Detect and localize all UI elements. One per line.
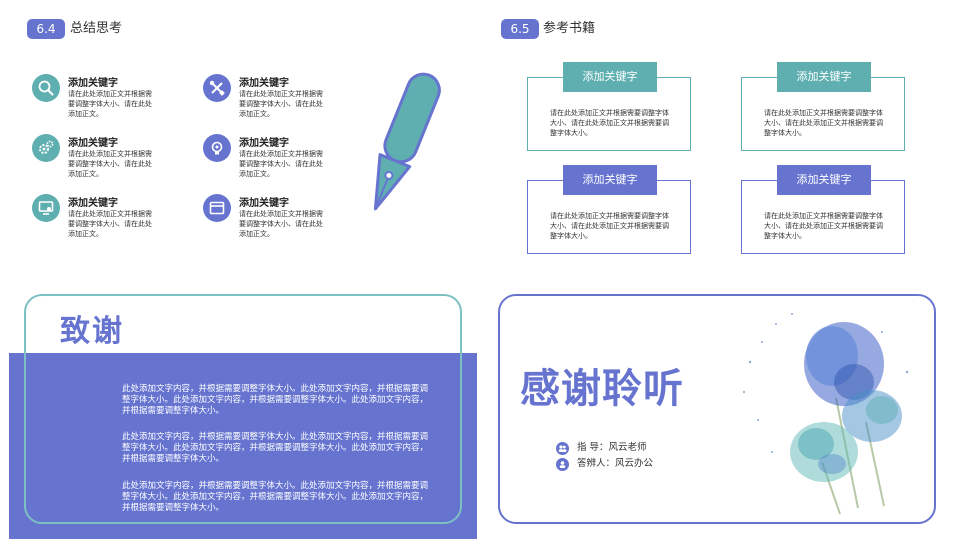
ending-frame [498, 294, 936, 524]
book-tag: 添加关键字 [563, 62, 657, 92]
section-title-summary: 总结思考 [70, 21, 123, 36]
keyword-desc: 请在此处添加正文并根据需要调整字体大小、请在此处添加正文。 [68, 90, 152, 118]
keyword-desc: 请在此处添加正文并根据需要调整字体大小、请在此处添加正文。 [239, 150, 323, 178]
lightbulb-icon [203, 134, 231, 162]
book-card: 请在此处添加正文并根据需要调整字体大小、请在此处添加正文并根据需要调整字体大小。 [741, 180, 905, 254]
keyword-desc: 请在此处添加正文并根据需要调整字体大小、请在此处添加正文。 [239, 90, 323, 118]
window-icon [203, 194, 231, 222]
monitor-icon [32, 194, 60, 222]
book-tag: 添加关键字 [563, 165, 657, 195]
thanks-paragraph: 此处添加文字内容，并根据需要调整字体大小。此处添加文字内容，并根据需要调整字体大… [122, 481, 429, 513]
keyword-title: 添加关键字 [239, 198, 289, 209]
search-icon [32, 74, 60, 102]
gears-icon [32, 134, 60, 162]
keyword-desc: 请在此处添加正文并根据需要调整字体大小、请在此处添加正文。 [68, 150, 152, 178]
keyword-title: 添加关键字 [68, 138, 118, 149]
book-tag: 添加关键字 [777, 62, 871, 92]
keyword-desc: 请在此处添加正文并根据需要调整字体大小、请在此处添加正文。 [239, 210, 323, 238]
section-title-references: 参考书籍 [543, 21, 596, 36]
book-desc: 请在此处添加正文并根据需要调整字体大小、请在此处添加正文并根据需要调整字体大小。 [550, 212, 669, 240]
defender-text: 答辨人：风云办公 [577, 458, 654, 469]
keyword-title: 添加关键字 [239, 138, 289, 149]
thanks-paragraph: 此处添加文字内容，并根据需要调整字体大小。此处添加文字内容，并根据需要调整字体大… [122, 432, 429, 464]
book-tag: 添加关键字 [777, 165, 871, 195]
tools-icon [203, 74, 231, 102]
book-desc: 请在此处添加正文并根据需要调整字体大小、请在此处添加正文并根据需要调整字体大小。 [764, 109, 883, 137]
watercolor-flower-icon [742, 313, 909, 515]
user-icon [556, 457, 569, 471]
defender-row: 答辨人：风云办公 [556, 457, 653, 471]
section-badge-6-4: 6.4 [27, 19, 65, 39]
keyword-title: 添加关键字 [68, 78, 118, 89]
advisor-row: 指 导：风云老师 [556, 441, 647, 455]
keyword-desc: 请在此处添加正文并根据需要调整字体大小、请在此处添加正文。 [68, 210, 152, 238]
user-group-icon [556, 441, 569, 455]
thanks-title: 致谢 [60, 314, 124, 349]
fountain-pen-icon [373, 72, 441, 211]
thanks-frame [24, 294, 462, 524]
thanks-paragraph: 此处添加文字内容，并根据需要调整字体大小。此处添加文字内容，并根据需要调整字体大… [122, 384, 429, 416]
advisor-text: 指 导：风云老师 [577, 442, 647, 453]
keyword-title: 添加关键字 [68, 198, 118, 209]
section-badge-6-5: 6.5 [501, 19, 539, 39]
ending-title: 感谢聆听 [520, 366, 684, 412]
keyword-title: 添加关键字 [239, 78, 289, 89]
book-desc: 请在此处添加正文并根据需要调整字体大小、请在此处添加正文并根据需要调整字体大小。 [550, 109, 669, 137]
book-desc: 请在此处添加正文并根据需要调整字体大小、请在此处添加正文并根据需要调整字体大小。 [764, 212, 883, 240]
thanks-band [9, 353, 477, 539]
